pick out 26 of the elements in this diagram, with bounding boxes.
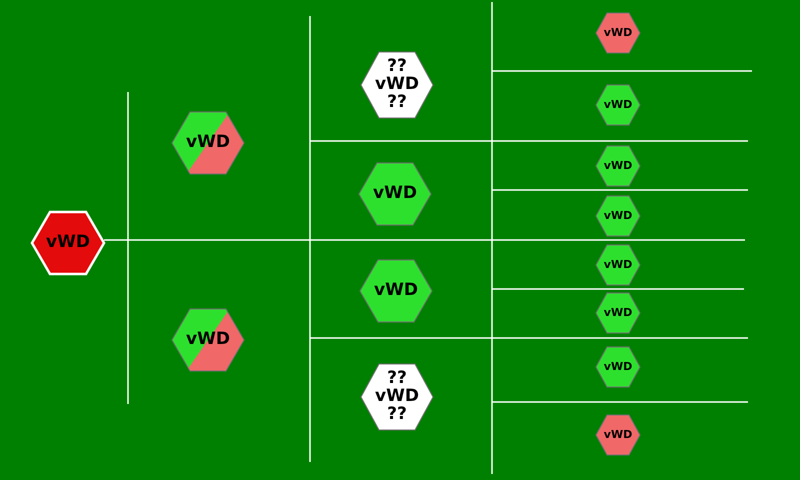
hexagon-node [596, 146, 640, 186]
node-label: vWD [604, 210, 632, 222]
node-label: vWD [604, 99, 632, 111]
node-label: ?? vWD ?? [375, 58, 419, 112]
node-label: vWD [373, 185, 417, 203]
hexagon-node [361, 52, 433, 118]
hexagon-node [596, 85, 640, 125]
hexagon-node [596, 347, 640, 387]
node-label: vWD [604, 259, 632, 271]
hexagon-node [361, 364, 433, 430]
hexagon-node [596, 13, 640, 53]
hexagon-node [596, 196, 640, 236]
hexagon-node [596, 293, 640, 333]
hexagon-node [359, 163, 431, 225]
node-label: vWD [604, 361, 632, 373]
hexagon-node [32, 212, 104, 274]
node-label: vWD [604, 429, 632, 441]
node-label: vWD [604, 160, 632, 172]
node-label: vWD [46, 234, 90, 252]
node-label: ?? vWD ?? [375, 370, 419, 424]
node-label: vWD [604, 307, 632, 319]
hexagon-node [596, 245, 640, 285]
hexagon-node [360, 260, 432, 322]
hexagon-node [596, 415, 640, 455]
node-label: vWD [374, 282, 418, 300]
node-label: vWD [604, 27, 632, 39]
